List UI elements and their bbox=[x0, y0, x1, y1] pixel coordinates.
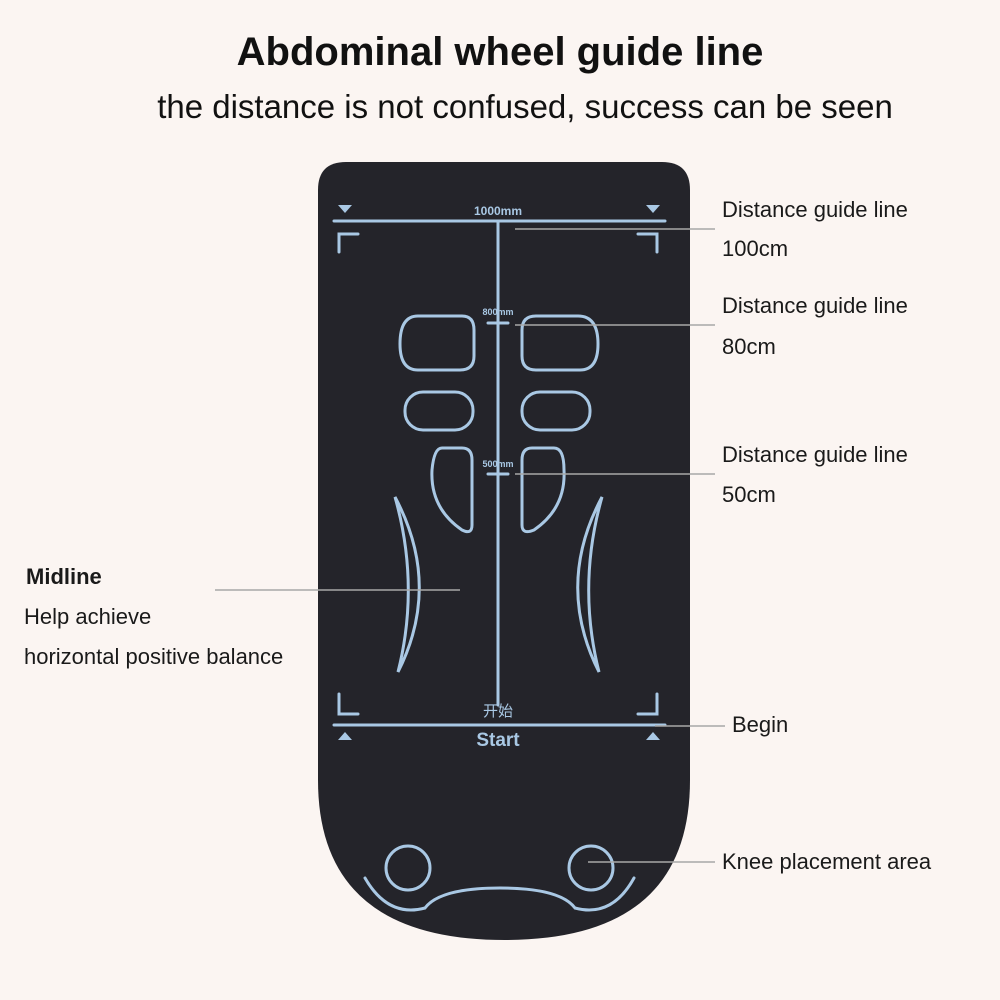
knee-circle-right bbox=[567, 844, 615, 892]
corner-bracket-tl bbox=[337, 232, 360, 254]
callout-midline-line1: Help achieve bbox=[24, 604, 152, 629]
callout-midline-title: Midline bbox=[26, 564, 102, 589]
knee-outline bbox=[363, 876, 636, 912]
side-curve-left bbox=[393, 496, 421, 673]
callout-guide100-line2: 100cm bbox=[722, 236, 789, 261]
page-title: Abdominal wheel guide line bbox=[236, 30, 764, 74]
corner-bracket-tr bbox=[636, 232, 659, 254]
hand-pad-left-3 bbox=[430, 446, 474, 534]
yoga-mat bbox=[318, 162, 690, 940]
mark-1000mm: 1000mm bbox=[474, 204, 522, 218]
callout-guide80-line2: 80cm bbox=[722, 334, 776, 359]
arrow-top-right bbox=[646, 205, 660, 213]
knee-circle-left bbox=[384, 844, 432, 892]
arrow-bottom-left bbox=[338, 732, 352, 740]
callout-guide50-line2: 50cm bbox=[722, 482, 776, 507]
callout-begin: Begin bbox=[732, 712, 789, 737]
hand-pad-left-1 bbox=[398, 314, 476, 372]
hand-pad-right-3 bbox=[520, 446, 566, 534]
callout-guide100-line1: Distance guide line bbox=[722, 197, 908, 222]
start-label-cn: 开始 bbox=[483, 703, 513, 720]
arrow-top-left bbox=[338, 205, 352, 213]
hand-pad-left-2 bbox=[403, 390, 475, 432]
callout-guide80-line1: Distance guide line bbox=[722, 293, 908, 318]
mark-500mm: 500mm bbox=[482, 459, 513, 469]
corner-bracket-br bbox=[636, 692, 659, 716]
start-label-en: Start bbox=[476, 730, 520, 751]
hand-pad-right-2 bbox=[520, 390, 592, 432]
side-curve-right bbox=[576, 496, 604, 673]
page-subtitle: the distance is not confused, success ca… bbox=[157, 88, 893, 125]
callout-guide50-line1: Distance guide line bbox=[722, 442, 908, 467]
callout-knee: Knee placement area bbox=[722, 849, 932, 874]
mark-800mm: 800mm bbox=[482, 307, 513, 317]
corner-bracket-bl bbox=[337, 692, 360, 716]
callout-midline-line2: horizontal positive balance bbox=[24, 644, 284, 669]
arrow-bottom-right bbox=[646, 732, 660, 740]
